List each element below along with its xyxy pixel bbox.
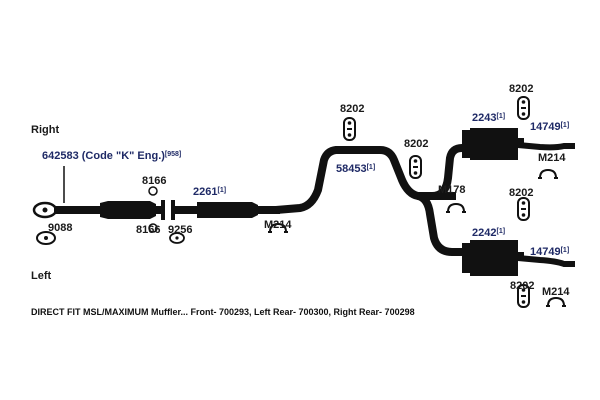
hanger-8202-center [409, 155, 422, 179]
gasket-9256 [169, 232, 185, 244]
label-14749-top-note: [1] [560, 122, 570, 129]
label-9256: 9256 [168, 224, 193, 236]
label-m214-bottom: M214 [542, 286, 570, 298]
label-8202-right-mid: 8202 [509, 187, 534, 199]
hanger-8202-top-right [517, 96, 530, 120]
label-2261-note: [1] [217, 187, 227, 194]
y-pipe-58453-right-branch [431, 144, 470, 200]
label-8166-bottom: 8166 [136, 224, 161, 236]
flange-front [161, 200, 165, 220]
label-642583-note: [958] [164, 151, 182, 158]
label-2242-note: [1] [496, 228, 506, 235]
label-14749-bottom-text: 14749 [530, 246, 561, 258]
label-58453-note: [1] [366, 164, 376, 171]
gasket-9088 [36, 231, 56, 245]
label-8202-center: 8202 [404, 138, 429, 150]
label-2243-note: [1] [496, 113, 506, 120]
label-8202-bottom-right: 8202 [510, 280, 535, 292]
hanger-8202-bottom-right [517, 284, 530, 308]
hanger-8202-right-mid [517, 197, 530, 221]
label-2261-text: 2261 [193, 186, 218, 198]
label-58453-text: 58453 [336, 163, 367, 175]
label-2261: 2261[1] [193, 186, 226, 198]
label-8202-top-right: 8202 [509, 83, 534, 95]
front-flange [32, 201, 58, 219]
gasket-8166-top [148, 186, 158, 196]
y-pipe-58453-left-branch [416, 192, 470, 256]
muffler-caption: DIRECT FIT MSL/MAXIMUM Muffler... Front-… [31, 307, 415, 317]
label-2243-text: 2243 [472, 112, 497, 124]
y-pipe-58453 [275, 146, 456, 214]
intermediate-pipe-2261 [175, 202, 280, 218]
left-muffler-2242 [462, 240, 575, 276]
front-pipe-642583 [54, 201, 162, 219]
label-14749-bottom: 14749[1] [530, 246, 569, 258]
label-2243: 2243[1] [472, 112, 505, 124]
label-m178: M178 [438, 184, 466, 196]
clamp-m178 [447, 202, 465, 213]
label-2242-text: 2242 [472, 227, 497, 239]
label-14749-top-text: 14749 [530, 121, 561, 133]
label-58453: 58453[1] [336, 163, 375, 175]
clamp-m214-mid [269, 222, 287, 233]
label-right: Right [31, 124, 60, 136]
label-642583-text: 642583 (Code "K" Eng.) [42, 150, 165, 162]
clamp-m214-bottom [547, 296, 565, 307]
label-m214-mid: M214 [264, 219, 292, 231]
label-m214-right: M214 [538, 152, 566, 164]
label-9088: 9088 [48, 222, 73, 234]
hanger-8202-mid [343, 117, 356, 141]
label-14749-top: 14749[1] [530, 121, 569, 133]
label-left: Left [31, 270, 52, 282]
right-muffler-2243 [462, 128, 575, 160]
label-642583: 642583 (Code "K" Eng.)[958] [42, 150, 181, 162]
label-8202-mid: 8202 [340, 103, 365, 115]
label-2242: 2242[1] [472, 227, 505, 239]
clamp-m214-right [539, 168, 557, 179]
flange-mid [171, 200, 175, 220]
gasket-8166-bottom [148, 223, 158, 233]
label-14749-bottom-note: [1] [560, 247, 570, 254]
label-8166-top: 8166 [142, 175, 167, 187]
